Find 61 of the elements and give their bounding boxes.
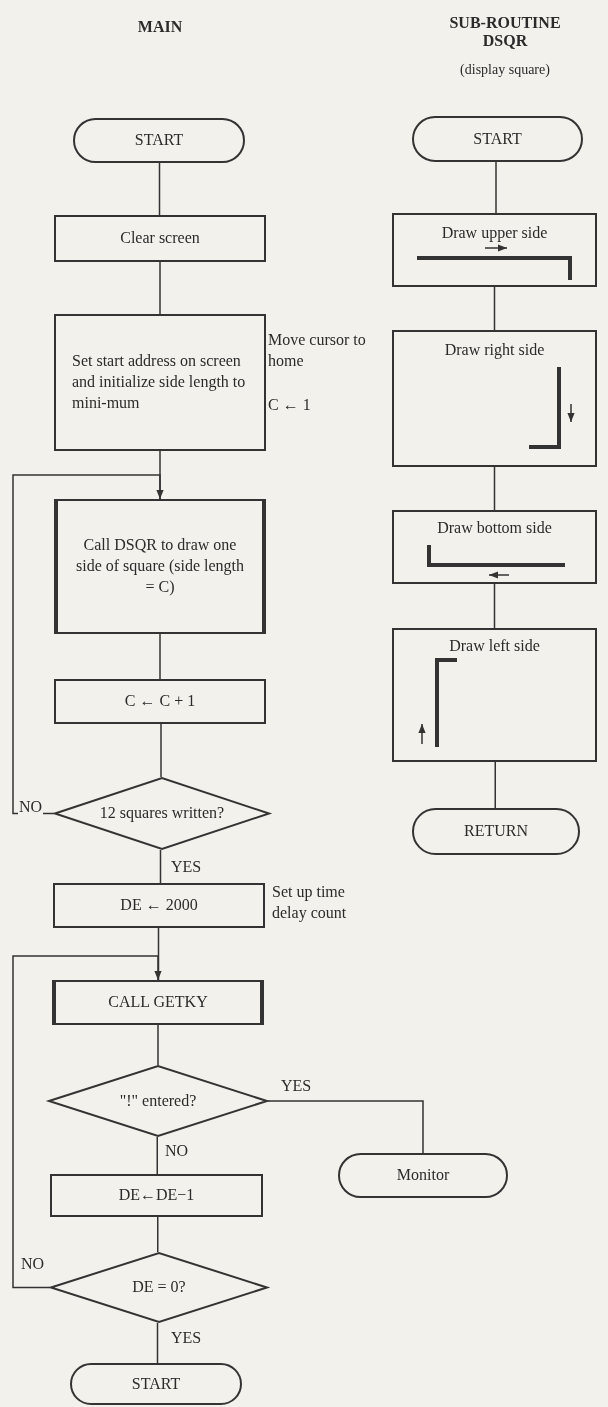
terminator-box [73, 118, 245, 163]
column-heading: (display square) [459, 62, 551, 78]
connector [156, 1136, 158, 1175]
node-text: START [130, 1373, 182, 1394]
connector [159, 633, 161, 680]
side-note: C ← 1 [268, 395, 312, 415]
process-box [53, 883, 265, 928]
connector [493, 286, 496, 331]
node-text: Set start address on screen and initialize side length to mini-mum [71, 351, 247, 413]
node-text: CALL GETKY [107, 992, 209, 1013]
column-heading: MAIN [136, 18, 184, 36]
node-text: C ← C + 1 [123, 691, 197, 712]
column-heading: SUB-ROUTINE DSQR [448, 14, 562, 50]
connector [493, 583, 496, 629]
node-text: "!" entered? [118, 1090, 198, 1111]
connector [157, 1216, 159, 1253]
node-text: Clear screen [119, 228, 201, 249]
node-text: START [133, 130, 185, 151]
node-text: DE = 0? [131, 1277, 187, 1298]
process-box [54, 314, 266, 451]
side-note: Move cursor to home [268, 330, 367, 371]
node-text: DE ← 2000 [119, 895, 199, 916]
node-text: RETURN [463, 821, 529, 842]
decision-diamond [48, 1065, 268, 1137]
process-box [392, 213, 597, 287]
connector [157, 1024, 159, 1066]
terminator-box [412, 116, 583, 162]
node-text: Draw right side [443, 340, 546, 361]
connector [159, 849, 162, 884]
subroutine-box [52, 980, 264, 1025]
terminator-box [412, 808, 580, 855]
connector [160, 723, 162, 778]
node-text: START [472, 128, 523, 149]
node-text: Draw bottom side [436, 518, 553, 538]
decision-diamond [54, 777, 270, 850]
subroutine-box [54, 499, 266, 634]
connector [156, 1322, 159, 1364]
process-box [54, 679, 266, 724]
terminator-box [70, 1363, 242, 1405]
connector [12, 955, 162, 1289]
process-box [50, 1174, 263, 1217]
connector [267, 1100, 424, 1154]
process-box [392, 628, 597, 762]
decision-diamond [50, 1252, 268, 1323]
connector [12, 474, 164, 815]
connector [159, 261, 161, 315]
process-box [54, 215, 266, 262]
process-box [392, 510, 597, 584]
connector [495, 161, 497, 214]
node-text: Monitor [395, 1165, 451, 1186]
terminator-box [338, 1153, 508, 1198]
node-text: DE←DE−1 [117, 1185, 196, 1206]
side-note: Set up time delay count [272, 882, 348, 924]
process-box [392, 330, 597, 467]
node-text: Draw left side [448, 636, 541, 656]
connector [158, 162, 161, 216]
connector [494, 761, 496, 809]
connector [493, 466, 496, 511]
node-text: 12 squares written? [98, 803, 226, 824]
node-text: Call DSQR to draw one side of square (side length = C) [75, 535, 245, 597]
node-text: Draw upper side [440, 223, 549, 244]
